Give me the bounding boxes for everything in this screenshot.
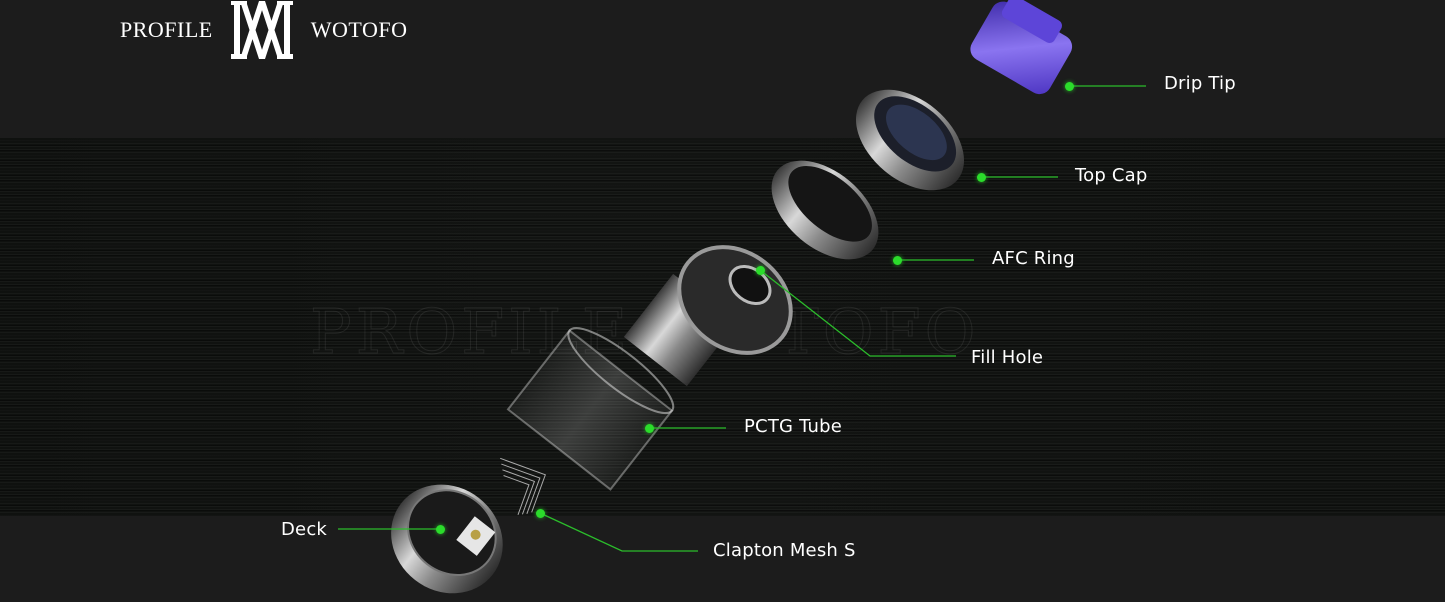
drip-tip-part <box>970 0 1073 95</box>
top-cap-label: Top Cap <box>1075 165 1148 186</box>
deck-label: Deck <box>281 519 328 540</box>
afc-ring-label: AFC Ring <box>992 248 1075 269</box>
deck-callout-dot <box>436 525 445 534</box>
deck-part <box>391 484 503 594</box>
top-cap-part <box>855 89 965 191</box>
afc-ring-part <box>771 160 879 260</box>
footer-band <box>0 516 1445 602</box>
drip-tip-label: Drip Tip <box>1164 73 1236 94</box>
clapton-mesh-callout-dot <box>536 509 545 518</box>
brand-left-text: PROFILE <box>120 17 213 42</box>
fill-hole-label: Fill Hole <box>971 347 1044 368</box>
brand-right-text: WOTOFO <box>310 17 408 42</box>
drip-tip-callout-dot <box>1065 82 1074 91</box>
wotofo-logo-icon <box>230 1 293 59</box>
top-cap-callout-dot <box>977 173 986 182</box>
pctg-tube-label: PCTG Tube <box>744 416 843 437</box>
clapton-mesh-label: Clapton Mesh S <box>713 540 856 561</box>
callout-lines <box>338 85 1146 552</box>
brand-header: PROFILE WOTOFO <box>120 0 407 60</box>
clapton-mesh-part <box>500 457 546 515</box>
chimney-section-part <box>623 245 793 387</box>
afc-ring-callout-dot <box>893 256 902 265</box>
header-band <box>0 0 1445 138</box>
pctg-tube-part <box>506 327 675 491</box>
fill-hole-callout-dot <box>756 266 765 275</box>
pctg-tube-callout-dot <box>645 424 654 433</box>
